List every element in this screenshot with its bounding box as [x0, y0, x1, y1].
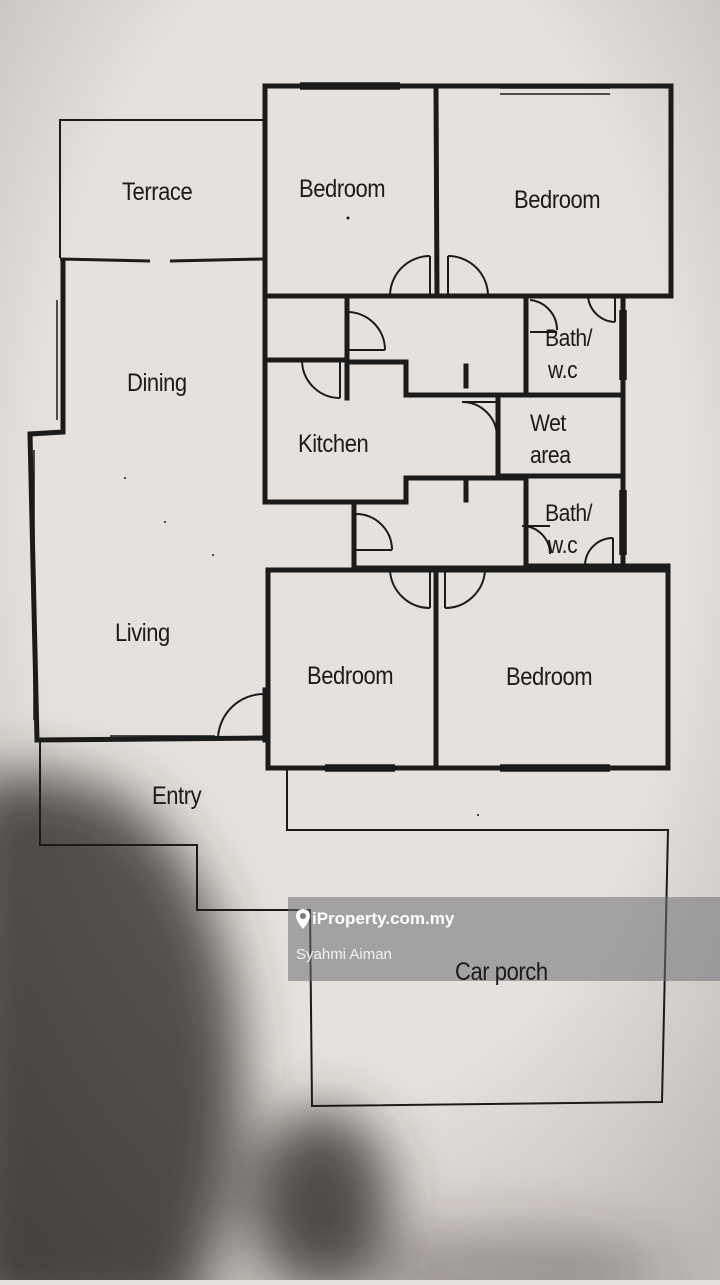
- room-label-car-porch: Car porch: [455, 958, 548, 986]
- room-label-bath-bottom-line2: w.c: [548, 532, 578, 559]
- windows: [33, 82, 627, 772]
- room-label-terrace: Terrace: [122, 178, 193, 206]
- room-label-entry: Entry: [152, 782, 202, 810]
- room-label-bedroom-bottom-right: Bedroom: [506, 663, 593, 691]
- room-label-bedroom-top-right: Bedroom: [514, 186, 601, 214]
- paper-specks: [124, 216, 479, 816]
- room-label-bedroom-bottom-left: Bedroom: [307, 662, 394, 690]
- room-label-dining: Dining: [127, 369, 187, 397]
- door-swings: [217, 255, 616, 739]
- thick-walls: [27, 83, 674, 771]
- watermark-site: iProperty.com.my: [312, 909, 455, 928]
- room-label-living: Living: [115, 619, 170, 647]
- room-label-wet-area-line2: area: [530, 442, 571, 469]
- watermark-band: iProperty.com.my Syahmi Aiman: [288, 897, 720, 981]
- room-label-bath-top: Bath/: [545, 325, 593, 352]
- room-label-bath-top-line2: w.c: [548, 357, 578, 384]
- room-label-bedroom-top-left: Bedroom: [299, 175, 386, 203]
- watermark-user: Syahmi Aiman: [296, 946, 392, 963]
- thin-walls: [39, 119, 670, 1108]
- room-label-wet-area: Wet: [530, 410, 566, 437]
- room-label-kitchen: Kitchen: [298, 430, 369, 458]
- location-pin-icon: [296, 909, 310, 929]
- room-label-bath-bottom: Bath/: [545, 500, 593, 527]
- terrace-opening: [59, 257, 264, 263]
